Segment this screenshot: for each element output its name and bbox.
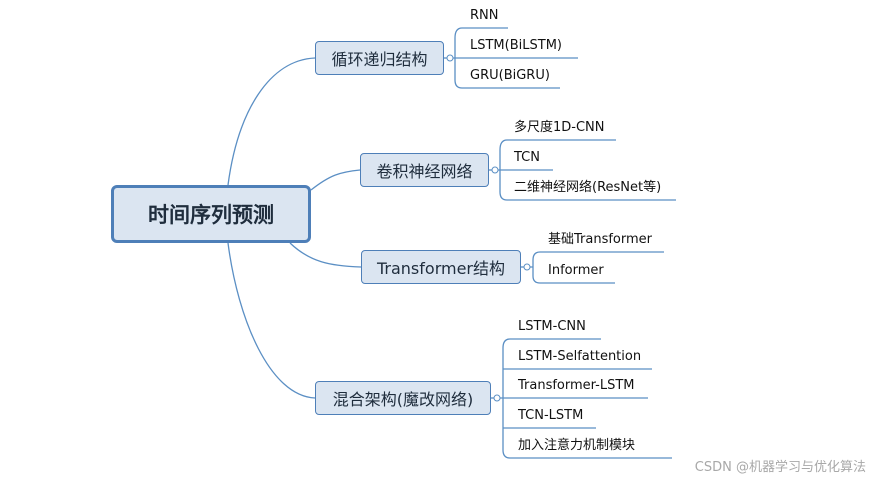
branch-0-bracket bbox=[453, 27, 463, 89]
root-link-2 bbox=[289, 242, 362, 268]
branch-3-collapse-dot[interactable] bbox=[493, 394, 501, 402]
leaf-basic-transformer[interactable]: 基础Transformer bbox=[548, 232, 653, 247]
branch-topic-hybrid[interactable]: 混合架构(魔改网络) bbox=[315, 381, 491, 415]
branch-0-collapse-dot[interactable] bbox=[446, 54, 454, 62]
root-link-1 bbox=[310, 169, 361, 191]
leaf-informer[interactable]: Informer bbox=[548, 263, 604, 278]
root-link-3 bbox=[227, 242, 316, 399]
leaf-lstm[interactable]: LSTM(BiLSTM) bbox=[470, 38, 562, 53]
leaf-attention-module[interactable]: 加入注意力机制模块 bbox=[518, 438, 636, 453]
leaf-lstm-selfattention[interactable]: LSTM-Selfattention bbox=[518, 349, 642, 364]
branch-2-collapse-dot[interactable] bbox=[523, 263, 531, 271]
leaf-2d-network[interactable]: 二维神经网络(ResNet等) bbox=[514, 180, 662, 195]
watermark: CSDN @机器学习与优化算法 bbox=[694, 460, 866, 475]
root-link-0 bbox=[227, 57, 316, 186]
branch-topic-transformer[interactable]: Transformer结构 bbox=[361, 250, 521, 284]
branch-1-collapse-dot[interactable] bbox=[491, 166, 499, 174]
leaf-tcn[interactable]: TCN bbox=[514, 150, 540, 165]
branch-topic-recurrent[interactable]: 循环递归结构 bbox=[315, 41, 444, 75]
branch-3-bracket bbox=[500, 338, 511, 459]
leaf-tcn-lstm[interactable]: TCN-LSTM bbox=[518, 408, 584, 423]
leaf-gru[interactable]: GRU(BiGRU) bbox=[470, 68, 550, 83]
leaf-lstm-cnn[interactable]: LSTM-CNN bbox=[518, 319, 586, 334]
leaf-transformer-lstm[interactable]: Transformer-LSTM bbox=[518, 378, 635, 393]
branch-2-bracket bbox=[530, 251, 541, 284]
root-topic[interactable]: 时间序列预测 bbox=[111, 185, 311, 243]
branch-1-bracket bbox=[498, 139, 508, 201]
branch-topic-cnn[interactable]: 卷积神经网络 bbox=[360, 153, 489, 187]
leaf-multiscale-cnn[interactable]: 多尺度1D-CNN bbox=[514, 120, 605, 135]
leaf-rnn[interactable]: RNN bbox=[470, 8, 499, 23]
